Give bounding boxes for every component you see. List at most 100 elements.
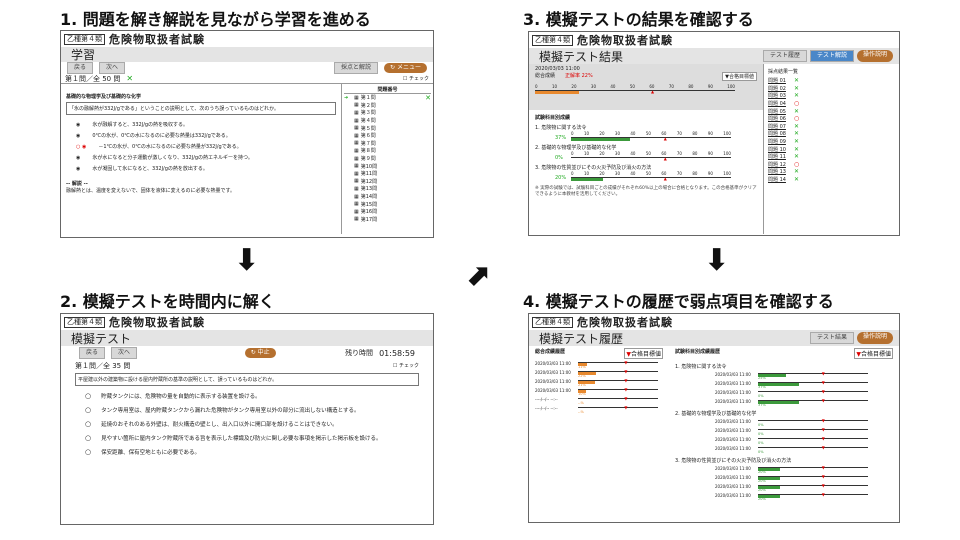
result-link[interactable]: 問題 09 <box>768 139 786 146</box>
result-link[interactable]: 問題 01 <box>768 78 786 85</box>
back-button[interactable]: 戻る <box>79 347 106 359</box>
question-list-item[interactable]: ▦第９問 <box>344 155 431 163</box>
question-list-item[interactable]: ▦第14問 <box>344 193 431 201</box>
question-list-item[interactable]: ▦第６問 <box>344 132 431 140</box>
tick-label: 20 <box>599 171 605 176</box>
question-list-item[interactable]: ▦第17問 <box>344 216 431 224</box>
answer-button[interactable]: 採点と解説 <box>334 62 379 74</box>
choice-text: タンク専用室は、屋内貯蔵タンクから漏れた危険物がタンク専用室以外の部分に流出しな… <box>101 408 360 414</box>
radio-button[interactable]: ◉ <box>76 154 81 161</box>
result-link[interactable]: 問題 10 <box>768 146 786 153</box>
tick-label: 40 <box>630 151 636 156</box>
question-list-item[interactable]: ▦第11問 <box>344 170 431 178</box>
choice-item[interactable]: ○ タンク専用室は、屋内貯蔵タンクから漏れた危険物がタンク専用室以外の部分に流出し… <box>85 406 419 414</box>
result-item[interactable]: 問題 07 ✕ <box>768 123 895 131</box>
result-link[interactable]: 問題 14 <box>768 177 786 184</box>
list-icon: ▦ <box>354 163 359 170</box>
check-checkbox[interactable]: ☐ チェック <box>402 76 429 82</box>
help-button[interactable]: 操作説明 <box>856 332 893 344</box>
question-list-item[interactable]: ▦第15問 <box>344 200 431 208</box>
result-link[interactable]: 問題 13 <box>768 169 786 176</box>
result-item[interactable]: 問題 05✕ <box>768 107 895 115</box>
radio-button[interactable]: ◉ <box>76 121 81 128</box>
question-list-item[interactable]: ▦第４問 <box>344 117 431 125</box>
choice-text: 水が凝固して氷になると、332J/gの熱を放出する。 <box>92 166 208 172</box>
choice-item[interactable]: ○保安距離、保有空地ともに必要である。 <box>85 448 419 456</box>
radio-button[interactable]: ◉ <box>76 132 81 139</box>
result-link[interactable]: 問題 05 <box>768 108 786 115</box>
history-date: 2020/03/03 11:00 <box>535 388 571 393</box>
choice-item[interactable]: ◉ 水が凝固して氷になると、332J/gの熱を放出する。 <box>66 163 336 174</box>
result-link[interactable]: 問題 06 <box>768 116 786 123</box>
result-item[interactable]: 問題 08✕ <box>768 130 895 138</box>
result-item[interactable]: 問題 09✕ <box>768 138 895 146</box>
result-link[interactable]: 問題 08 <box>768 131 786 138</box>
result-link[interactable]: 問題 02 <box>768 85 786 92</box>
choice-item[interactable]: ◉0℃の氷が、0℃の水になるのに必要な熱量は332J/gである。 <box>66 130 336 141</box>
result-link[interactable]: 問題 07 <box>768 123 786 130</box>
choice-item[interactable]: ◉氷が水になると分子運動が激しくなり、332J/gの熱エネルギーを持つ。 <box>66 152 336 163</box>
result-item[interactable]: 問題 10✕ <box>768 145 895 153</box>
step-1-label: 1. 問題を解き解説を見ながら学習を進める <box>60 10 371 29</box>
history-pct: 37% <box>758 384 766 389</box>
result-item[interactable]: 問題 06○ <box>768 115 895 123</box>
check-checkbox[interactable]: ☐ チェック <box>392 363 419 369</box>
question-list-item[interactable]: ▦第８問 <box>344 147 431 155</box>
radio-button[interactable]: ○ <box>85 448 92 456</box>
question-list-item[interactable]: ▦第16問 <box>344 208 431 216</box>
scale-line <box>758 466 868 468</box>
result-item[interactable]: 問題 14✕ <box>768 176 895 184</box>
choice-item[interactable]: ○ ◉－1℃の氷が、0℃の水になるのに必要な熱量が332J/gである。 <box>66 141 336 152</box>
next-button[interactable]: 次へ <box>111 347 138 359</box>
result-item[interactable]: 問題 03✕ <box>768 92 895 100</box>
question-list-label: 第17問 <box>360 216 378 223</box>
choice-item[interactable]: ◉氷が融解すると、332J/gの熱を吸収する。 <box>66 119 336 130</box>
result-item[interactable]: 問題 12○ <box>768 161 895 169</box>
menu-button[interactable]: ↻ メニュー <box>384 63 427 73</box>
choice-item[interactable]: ○延焼のおそれのある外壁は、耐火構造の壁とし、出入口以外に開口部を設けることはで… <box>85 420 419 428</box>
question-list-item[interactable]: ▦第３問 <box>344 109 431 117</box>
total-rate: 正解率 22% <box>565 73 593 79</box>
radio-button[interactable]: ○ <box>85 420 92 428</box>
choice-item[interactable]: ○貯蔵タンクには、危険物の量を自動的に表示する装置を設ける。 <box>85 392 419 400</box>
tick-label: 100 <box>723 131 731 136</box>
question-list-item[interactable]: ▦第12問 <box>344 178 431 186</box>
result-item[interactable]: 問題 13 ✕ <box>768 168 895 176</box>
question-list-item[interactable]: ▦第７問 <box>344 140 431 148</box>
history-date: 2020/03/03 11:00 <box>715 419 751 424</box>
tick-label: 50 <box>629 84 635 89</box>
radio-button[interactable]: ○ ◉ <box>76 143 87 150</box>
radio-button[interactable]: ○ <box>85 406 92 414</box>
result-item[interactable]: 問題 02✕ <box>768 85 895 93</box>
result-mark: ✕ <box>793 122 799 130</box>
tick-label: 60 <box>661 131 667 136</box>
help-button[interactable]: 操作説明 <box>856 50 893 62</box>
pause-button[interactable]: ↻ 中止 <box>244 348 276 358</box>
radio-button[interactable]: ○ <box>85 434 92 442</box>
result-link[interactable]: 問題 03 <box>768 93 786 100</box>
scale-line <box>758 475 868 477</box>
next-button[interactable]: 次へ <box>99 62 126 74</box>
history-pct: 25% <box>758 375 766 380</box>
back-button[interactable]: 戻る <box>67 62 94 74</box>
result-link[interactable]: 問題 04 <box>768 101 786 108</box>
question-list-item[interactable]: ▦第２問 <box>344 102 431 110</box>
question-list-item[interactable]: ▦第13問 <box>344 185 431 193</box>
choice-text: 見やすい箇所に屋内タンク貯蔵所である旨を表示した標識及び防火に関し必要な事項を掲… <box>101 436 382 442</box>
test-history-button[interactable]: テスト履歴 <box>762 50 807 62</box>
result-item[interactable]: 問題 11✕ <box>768 153 895 161</box>
question-list-item[interactable]: ▦第５問 <box>344 124 431 132</box>
list-icon: ▦ <box>354 178 359 185</box>
result-mark: ✕ <box>793 168 799 176</box>
question-list-item[interactable]: ➜▦第１問✕ <box>344 94 431 102</box>
choice-item[interactable]: ○ 見やすい箇所に屋内タンク貯蔵所である旨を表示した標識及び防火に関し必要な事項を… <box>85 434 419 442</box>
result-link[interactable]: 問題 11 <box>768 154 786 161</box>
radio-button[interactable]: ◉ <box>76 165 81 172</box>
radio-button[interactable]: ○ <box>85 392 92 400</box>
result-link[interactable]: 問題 12 <box>768 161 786 168</box>
question-list-item[interactable]: ▦第10問 <box>344 162 431 170</box>
test-explanation-button[interactable]: テスト解説 <box>809 50 854 62</box>
result-item[interactable]: 問題 01✕ <box>768 77 895 85</box>
test-result-button[interactable]: テスト結果 <box>809 332 854 344</box>
result-item[interactable]: 問題 04○ <box>768 100 895 108</box>
